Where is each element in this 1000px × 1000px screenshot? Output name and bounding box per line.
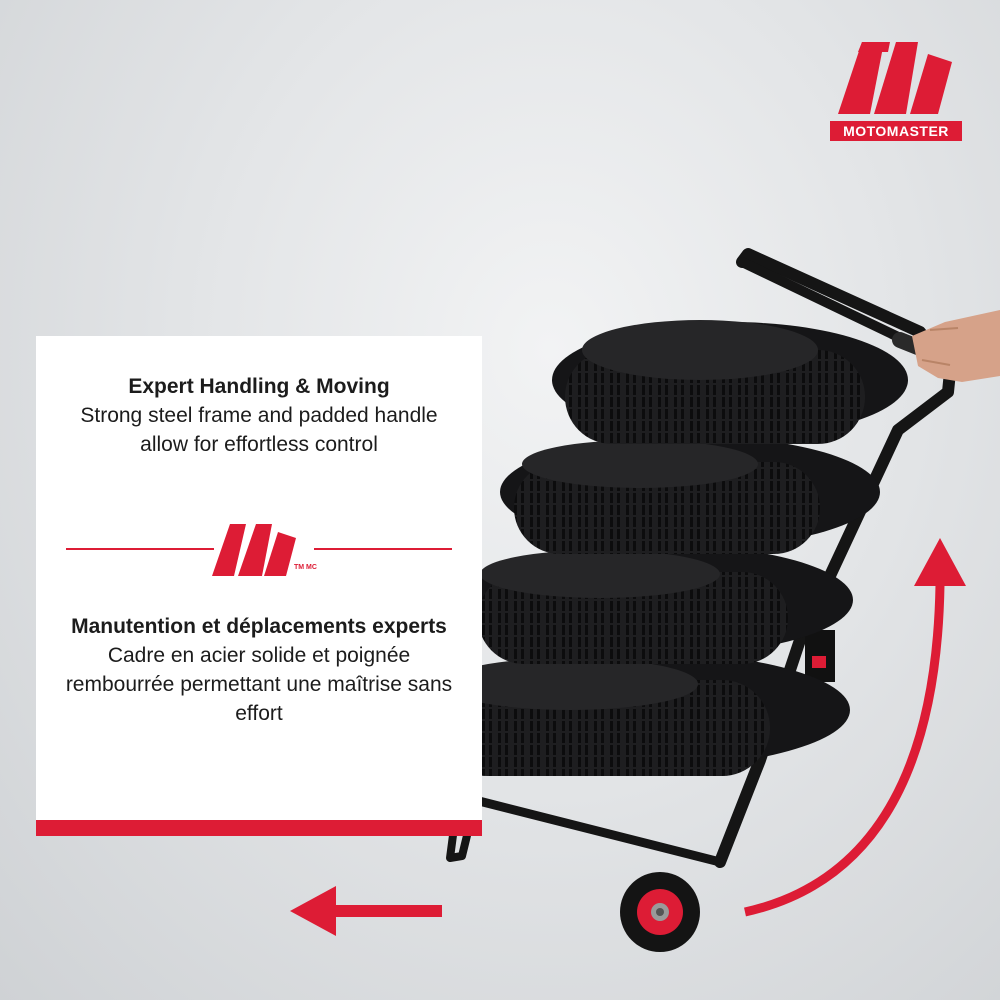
english-body: Strong steel frame and padded handle all… — [80, 404, 438, 456]
french-heading: Manutention et déplacements experts — [71, 615, 447, 638]
info-card: Expert Handling & Moving Strong steel fr… — [36, 336, 482, 836]
motomaster-logo-icon — [838, 42, 952, 114]
english-heading: Expert Handling & Moving — [128, 375, 390, 398]
brand-name: MOTOMASTER — [830, 121, 962, 141]
tire-2 — [500, 436, 880, 554]
tire-3 — [457, 544, 853, 664]
card-accent-bar — [36, 820, 482, 836]
curved-arrow-up-icon — [744, 538, 966, 917]
tire-1 — [552, 320, 908, 444]
french-description: Manutention et déplacements experts Cadr… — [56, 612, 462, 728]
divider-left — [66, 548, 214, 550]
english-description: Expert Handling & Moving Strong steel fr… — [56, 372, 462, 459]
motomaster-m-icon — [212, 524, 296, 576]
tire-4 — [430, 652, 850, 776]
cart-wheel — [620, 872, 700, 952]
french-body: Cadre en acier solide et poignée rembour… — [65, 644, 453, 725]
tire-stack — [430, 320, 908, 776]
hand — [912, 310, 1000, 382]
arrow-left-icon — [290, 886, 442, 936]
trademark-label: TM MC — [294, 564, 317, 571]
divider-right — [314, 548, 452, 550]
